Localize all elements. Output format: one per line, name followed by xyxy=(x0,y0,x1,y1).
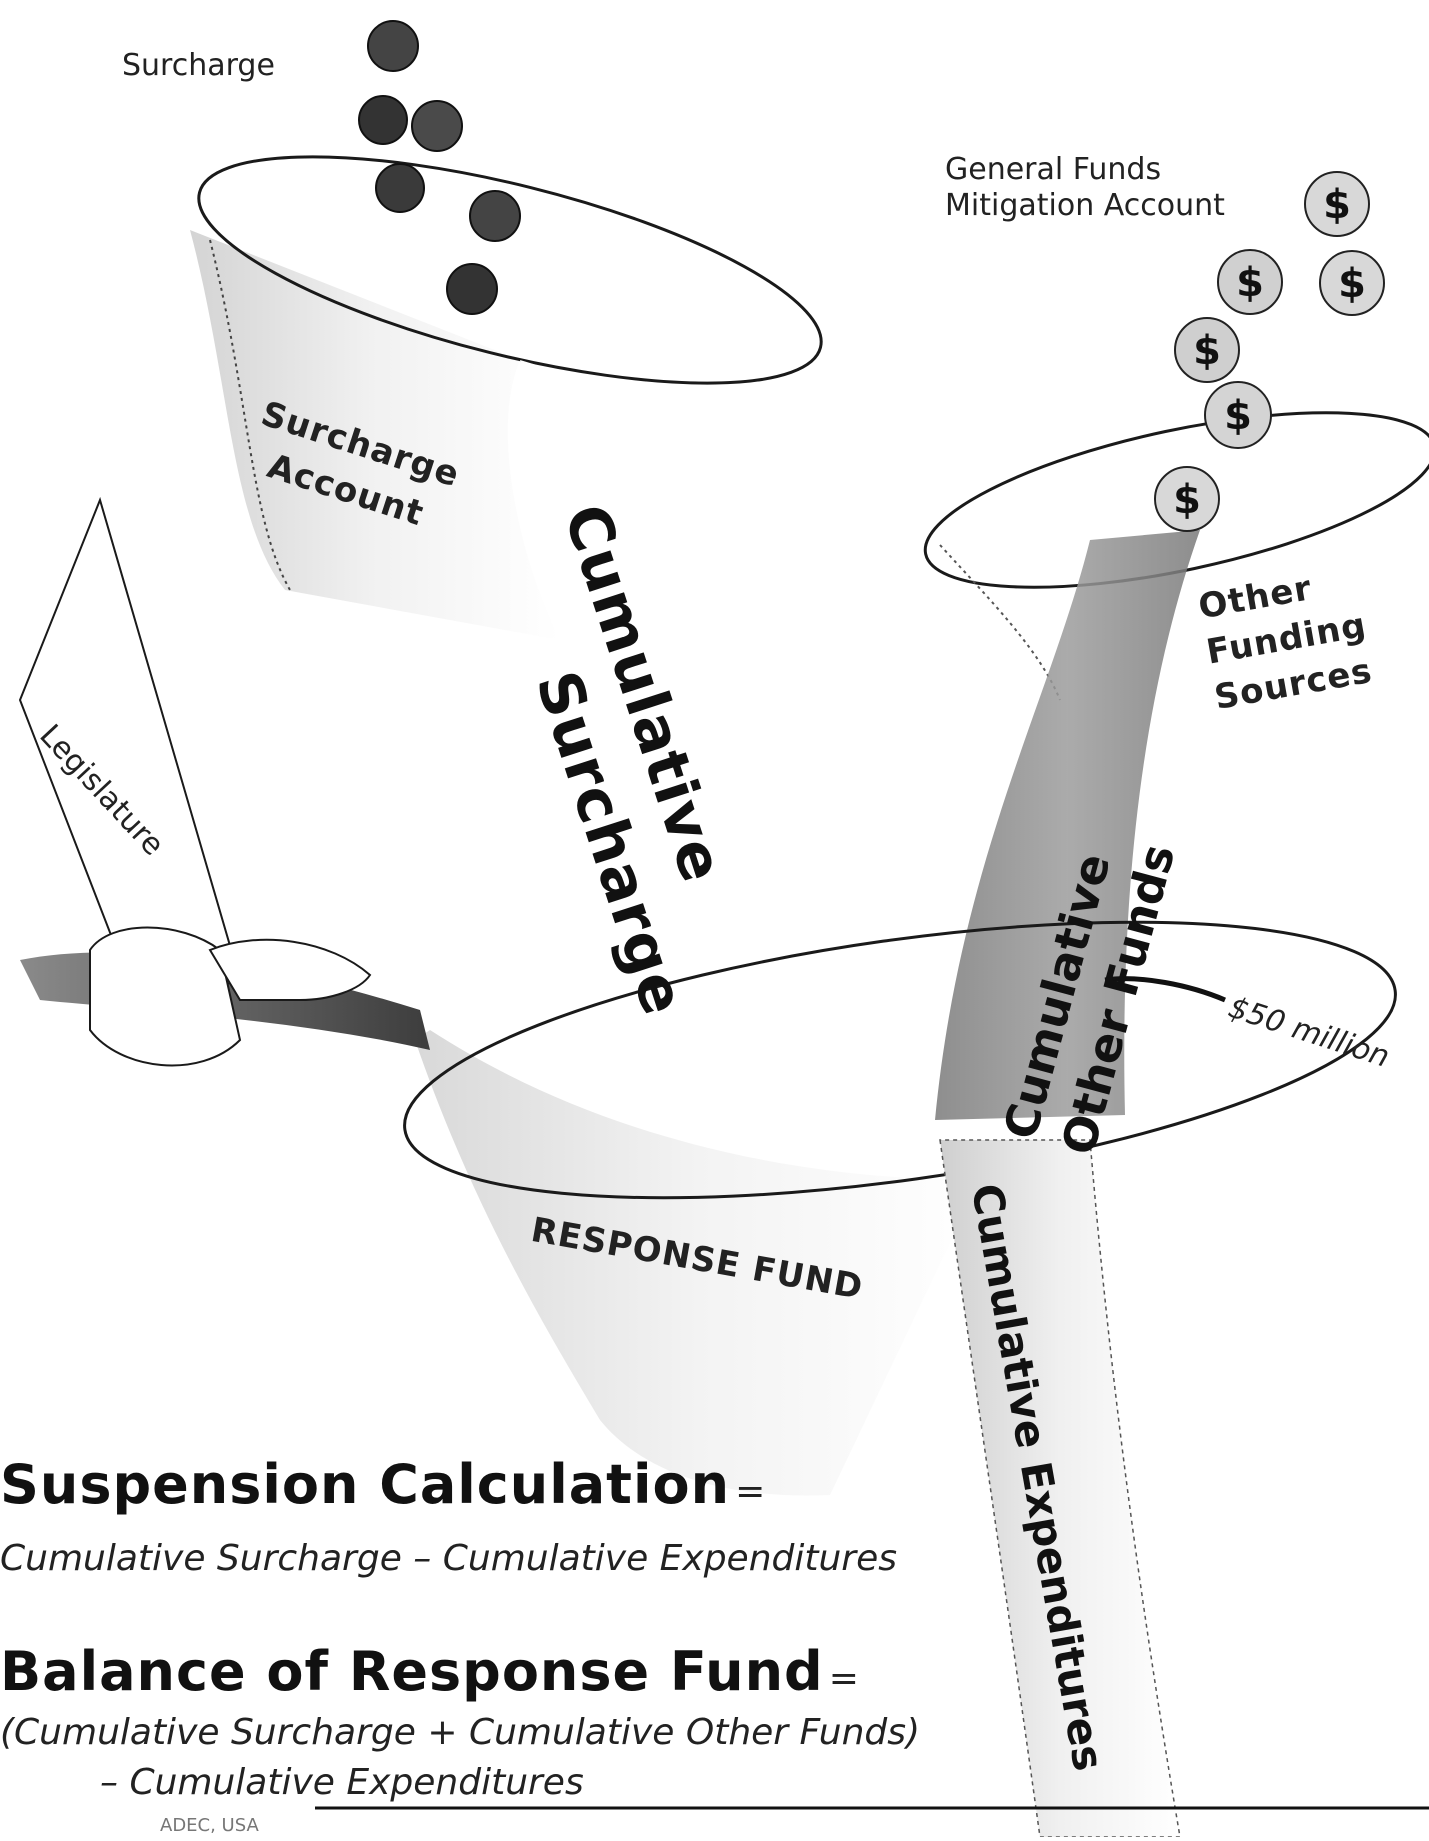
balance-title: Balance of Response Fund xyxy=(0,1640,824,1703)
general-funds-line2: Mitigation Account xyxy=(945,188,1225,224)
coin-icon xyxy=(470,191,520,241)
suspension-equals: = xyxy=(735,1471,765,1512)
balance-equals: = xyxy=(829,1658,859,1699)
dollar-glyph: $ xyxy=(1338,261,1366,307)
suspension-title: Suspension Calculation xyxy=(0,1453,730,1516)
other-funding-label: Other Funding Sources xyxy=(1195,557,1378,721)
dollar-glyph: $ xyxy=(1323,182,1351,228)
dollar-glyph: $ xyxy=(1193,328,1221,374)
general-funds-line1: General Funds xyxy=(945,152,1225,188)
coin-icon xyxy=(447,264,497,314)
balance-formula-line2: – Cumulative Expenditures xyxy=(100,1762,584,1803)
coin-icon xyxy=(412,101,462,151)
balance-formula-line1: (Cumulative Surcharge + Cumulative Other… xyxy=(0,1712,920,1753)
suspension-calculation: Suspension Calculation = xyxy=(0,1453,765,1516)
coin-icon xyxy=(376,164,424,212)
surcharge-label: Surcharge xyxy=(122,48,275,83)
dollar-glyph: $ xyxy=(1173,477,1201,523)
suspension-formula: Cumulative Surcharge – Cumulative Expend… xyxy=(0,1538,897,1579)
dollar-glyph: $ xyxy=(1224,393,1252,439)
dollar-glyph: $ xyxy=(1236,260,1264,306)
coin-icon xyxy=(359,96,407,144)
balance-of-response-fund: Balance of Response Fund = xyxy=(0,1640,859,1703)
footer-credit: ADEC, USA xyxy=(160,1815,259,1836)
general-funds-label: General Funds Mitigation Account xyxy=(945,152,1225,224)
coin-icon xyxy=(368,21,418,71)
